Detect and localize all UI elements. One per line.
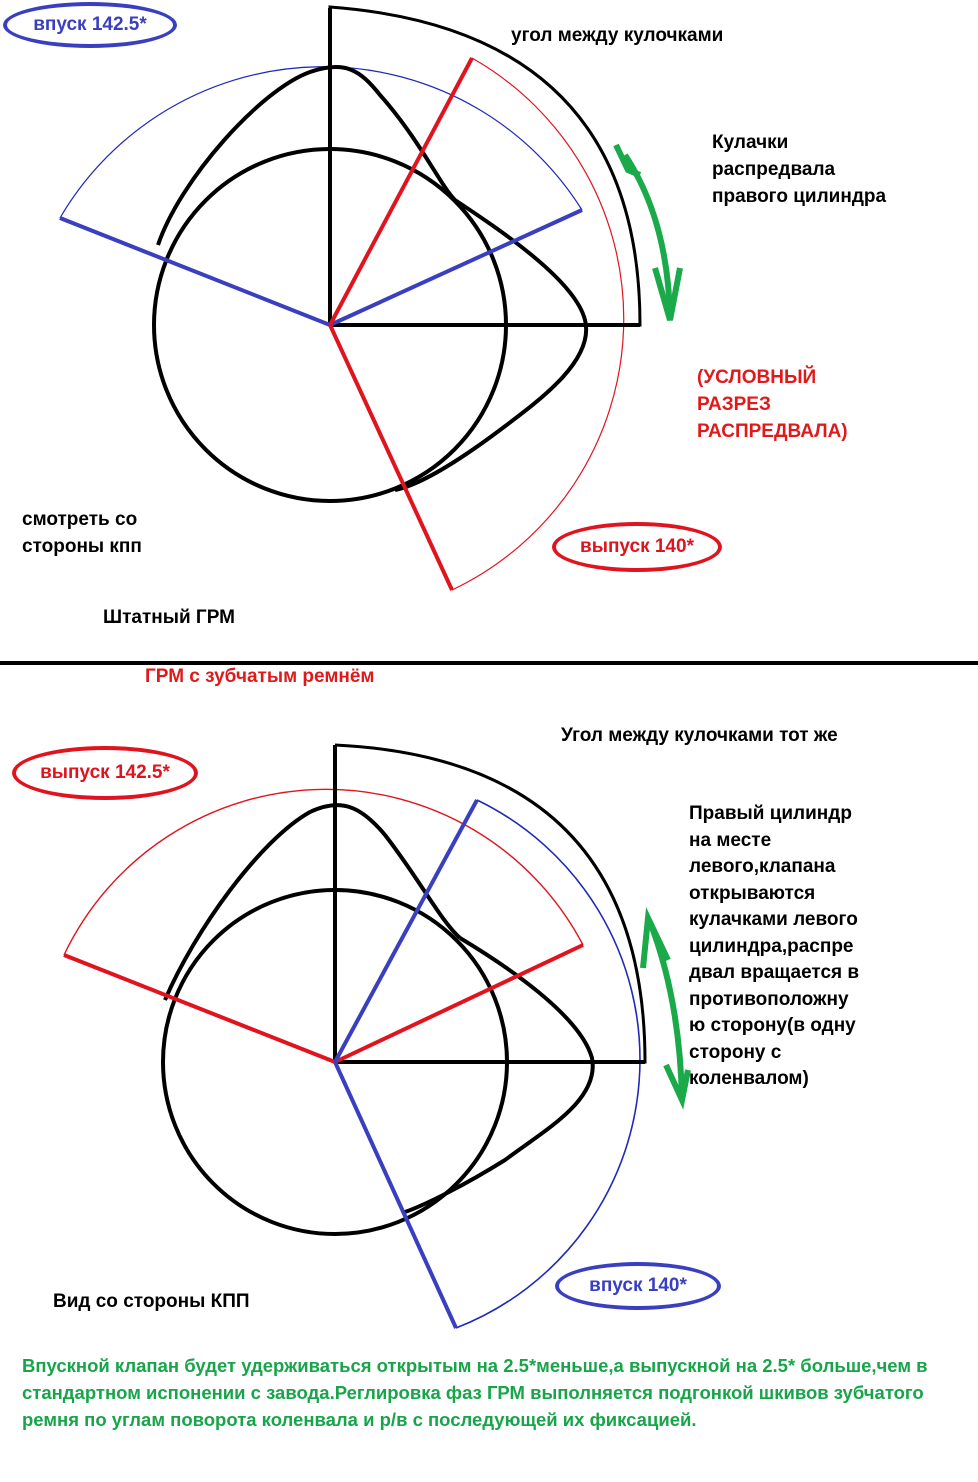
bottom-diagram [63,743,691,1329]
top-rotation-arrow-icon [613,143,683,321]
top-diagram [59,5,683,591]
bottom-cam-lobe-right [404,936,595,1214]
top-intake-line-left [59,216,331,327]
top-angle-arc [328,5,642,327]
bottom-intake-line-upper [333,799,479,1063]
bottom-intake-line-lower [333,1061,458,1329]
bottom-rotation-arrow-icon [640,907,691,1110]
top-title: Штатный ГРМ [103,607,235,628]
top-angle-label: угол между кулочками [511,25,724,46]
top-arrow-head-end [652,267,683,321]
top-cam-lobe-right [394,198,589,492]
top-intake-line-right [329,208,583,327]
bottom-exhaust-arc [63,788,584,956]
top-view-label: смотреть со стороны кпп [22,509,142,557]
top-intake-arc [59,66,583,219]
top-exhaust-arc [451,57,625,591]
bottom-arrow-head-bottom [663,1063,691,1110]
bottom-note: Правый цилиндр на месте левого,клапана о… [689,803,860,1089]
bottom-angle-label: Угол между кулочками тот же [561,725,838,746]
bottom-view-label: Вид со стороны КПП [53,1291,250,1312]
top-exhaust-badge: выпуск 140* [552,522,722,572]
bottom-intake-badge: впуск 140* [555,1262,721,1310]
top-exhaust-line-upper [328,57,474,326]
top-cam-lobe-upper [156,64,457,246]
footer-note: Впускной клапан будет удерживаться откры… [22,1355,928,1430]
top-exhaust-line-lower [328,324,454,591]
bottom-exhaust-line-right [334,943,584,1064]
bottom-exhaust-line-left [63,953,336,1064]
top-section-label: (УСЛОВНЫЙ РАЗРЕЗ РАСПРЕДВАЛА) [697,367,848,442]
top-arrow-head-start [613,143,642,178]
bottom-title: ГРМ с зубчатым ремнём [145,666,375,687]
top-cams-label: Кулачки распредвала правого цилиндра [712,132,887,207]
bottom-arrow-head-top [640,907,671,969]
bottom-angle-arc [334,743,647,1064]
bottom-arrow-shaft [647,920,685,1101]
bottom-cam-lobe-upper [163,803,462,1001]
bottom-exhaust-badge: выпуск 142.5* [12,746,198,800]
top-intake-badge: впуск 142.5* [3,2,177,48]
bottom-intake-arc [455,799,641,1329]
